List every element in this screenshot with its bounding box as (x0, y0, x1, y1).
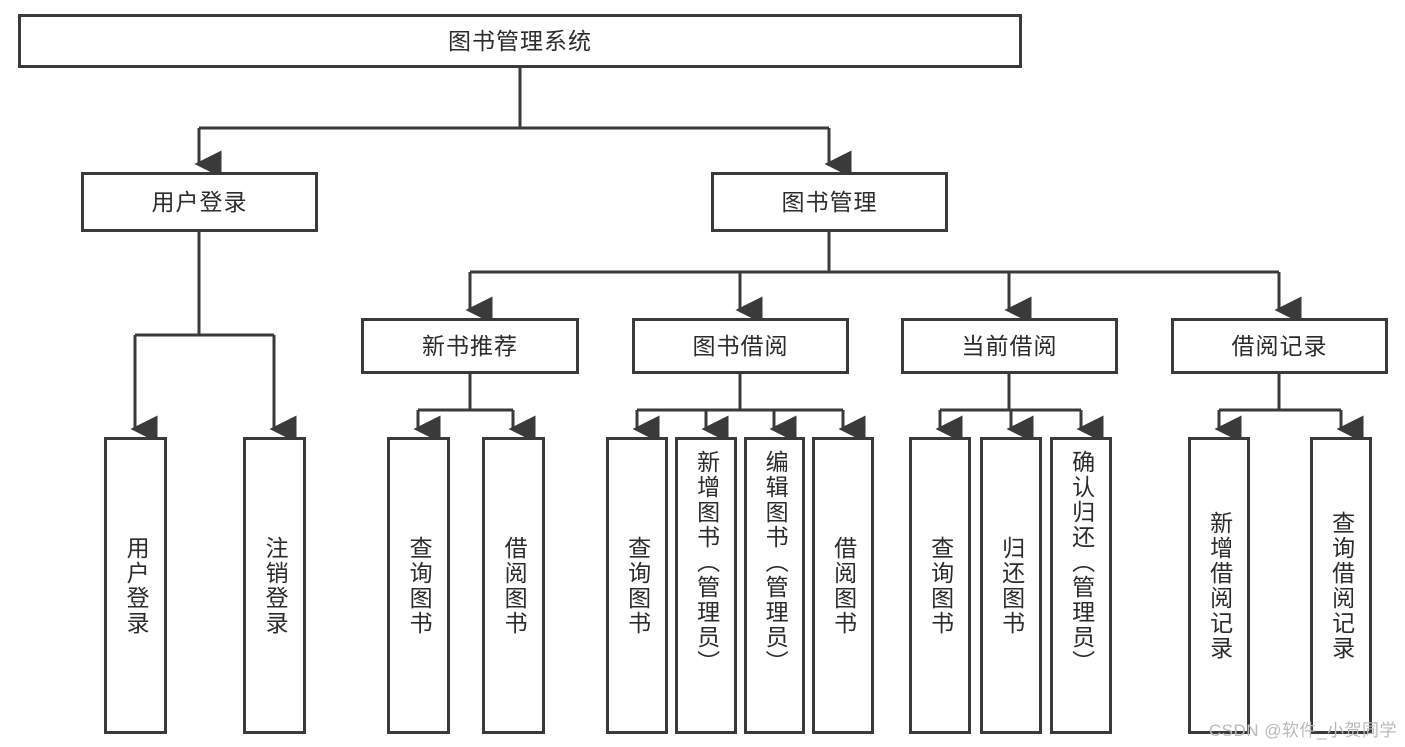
leaf-edit-book-admin-label: 编辑图书（管理员） (762, 450, 789, 675)
leaf-borrow-book-recommend-label: 借阅图书 (501, 535, 528, 636)
node-new-book-recommend[interactable]: 新书推荐 (361, 318, 579, 374)
leaf-borrow-book[interactable]: 借阅图书 (812, 437, 874, 734)
node-borrow-record[interactable]: 借阅记录 (1171, 318, 1388, 374)
leaf-query-book-current-label: 查询图书 (927, 535, 954, 636)
node-book-manage-label: 图书管理 (781, 188, 878, 215)
leaf-edit-book-admin[interactable]: 编辑图书（管理员） (744, 437, 805, 734)
csdn-watermark: CSDN @软件_小贺同学 (1208, 721, 1397, 740)
leaf-query-book-borrow-label: 查询图书 (624, 535, 651, 636)
leaf-borrow-book-recommend[interactable]: 借阅图书 (482, 437, 545, 734)
leaf-add-book-admin[interactable]: 新增图书（管理员） (675, 437, 737, 734)
leaf-add-book-admin-label: 新增图书（管理员） (693, 450, 720, 675)
leaf-logout-login[interactable]: 注销登录 (243, 437, 306, 734)
leaf-add-borrow-record-label: 新增借阅记录 (1206, 510, 1233, 661)
leaf-query-book-current[interactable]: 查询图书 (909, 437, 971, 734)
node-book-borrow[interactable]: 图书借阅 (632, 318, 849, 374)
leaf-user-login[interactable]: 用户登录 (104, 437, 167, 734)
node-book-manage[interactable]: 图书管理 (711, 172, 948, 232)
node-new-book-recommend-label: 新书推荐 (422, 332, 518, 359)
node-borrow-record-label: 借阅记录 (1231, 332, 1328, 359)
leaf-logout-login-label: 注销登录 (262, 535, 289, 636)
leaf-query-borrow-record[interactable]: 查询借阅记录 (1310, 437, 1372, 734)
node-book-borrow-label: 图书借阅 (692, 332, 789, 359)
leaf-query-borrow-record-label: 查询借阅记录 (1328, 510, 1355, 661)
leaf-add-borrow-record[interactable]: 新增借阅记录 (1188, 437, 1250, 734)
node-user-login-label: 用户登录 (151, 188, 248, 215)
leaf-confirm-return-admin[interactable]: 确认归还（管理员） (1050, 437, 1112, 734)
node-user-login[interactable]: 用户登录 (81, 172, 318, 232)
leaf-return-book-label: 归还图书 (998, 535, 1025, 636)
leaf-borrow-book-label: 借阅图书 (830, 535, 857, 636)
node-root[interactable]: 图书管理系统 (18, 14, 1022, 68)
node-current-borrow-label: 当前借阅 (961, 332, 1058, 359)
leaf-return-book[interactable]: 归还图书 (980, 437, 1042, 734)
leaf-query-book-recommend-label: 查询图书 (406, 535, 433, 636)
node-root-label: 图书管理系统 (448, 27, 592, 54)
leaf-query-book-recommend[interactable]: 查询图书 (387, 437, 450, 734)
leaf-user-login-label: 用户登录 (123, 535, 150, 636)
leaf-query-book-borrow[interactable]: 查询图书 (606, 437, 668, 734)
node-current-borrow[interactable]: 当前借阅 (901, 318, 1118, 374)
leaf-confirm-return-admin-label: 确认归还（管理员） (1068, 450, 1095, 675)
